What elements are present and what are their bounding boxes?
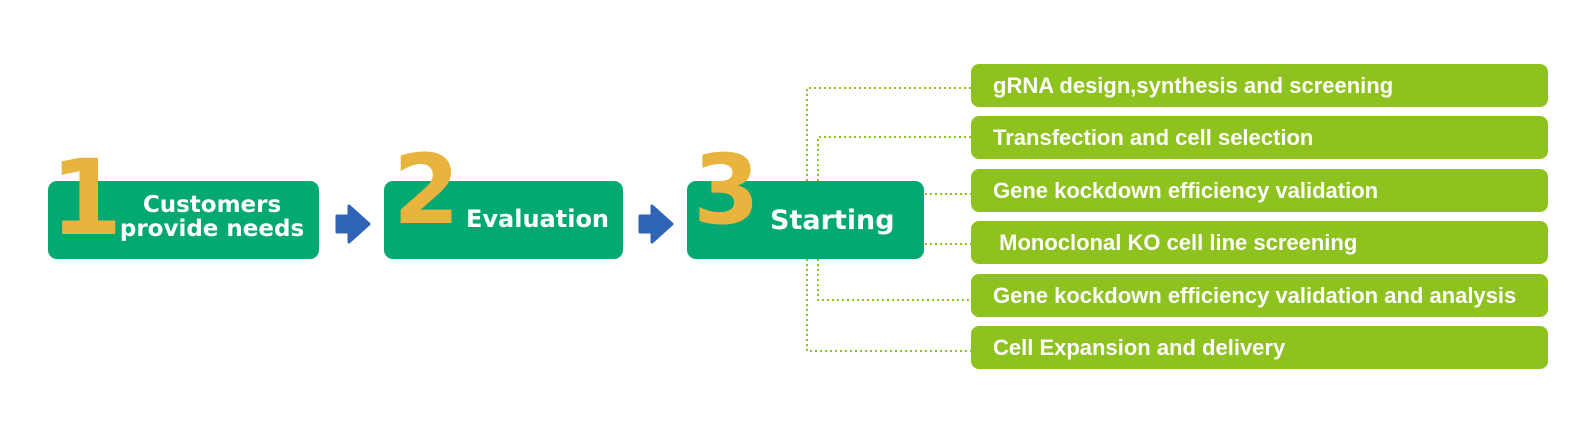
step-2-number: 2 <box>393 134 460 246</box>
step-1-label-line-2: provide needs <box>119 216 305 243</box>
task-item-4: Monoclonal KO cell line screening <box>971 221 1548 264</box>
task-item-6: Cell Expansion and delivery <box>971 326 1548 369</box>
task-item-2: Transfection and cell selection <box>971 116 1548 159</box>
step-2-box <box>384 181 623 259</box>
right-arrow-icon <box>638 204 674 244</box>
task-item-3: Gene kockdown efficiency validation <box>971 169 1548 212</box>
step-3-number: 3 <box>693 134 760 246</box>
step-3-box <box>687 181 924 259</box>
step-2-label: Evaluation <box>466 205 610 233</box>
connector-task-2 <box>817 136 976 301</box>
step-1-box <box>48 181 319 259</box>
step-3-label: Starting <box>770 205 895 236</box>
step-1-number: 1 <box>50 137 123 259</box>
right-arrow-icon <box>335 204 371 244</box>
task-item-1: gRNA design,synthesis and screening <box>971 64 1548 107</box>
task-item-5: Gene kockdown efficiency validation and … <box>971 274 1548 317</box>
step-1-label-line-1: Customers <box>142 192 282 218</box>
step-1-label: Customers provide needs <box>112 193 312 241</box>
